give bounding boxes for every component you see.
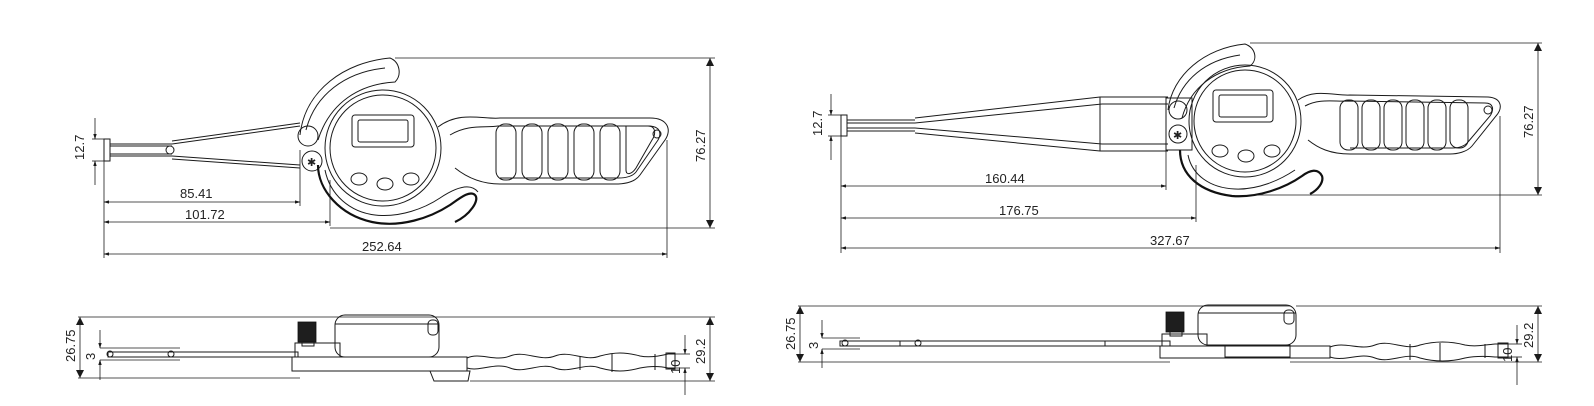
svg-text:✱: ✱	[307, 157, 316, 169]
lock-button	[297, 125, 319, 147]
label-side-total-height: 26.75	[63, 329, 78, 362]
dim-height: 76.27	[330, 57, 715, 229]
label-side-tip-thickness: 3	[83, 353, 98, 360]
long-label-height: 76.27	[1521, 105, 1536, 138]
long-dim-side-body-height: 29.2	[1290, 305, 1542, 363]
long-label-jaw-opening: 12.7	[810, 111, 825, 136]
dim-total-length: 252.64	[103, 140, 668, 258]
dim-side-total-height: 26.75	[63, 317, 84, 378]
long-dim-jaw-opening: 12.7	[810, 94, 841, 160]
adjust-knob	[297, 321, 317, 343]
label-height: 76.27	[693, 129, 708, 162]
long-gauge-side-view: 26.75 3 29.2 10	[783, 304, 1542, 385]
dim-side-body-height: 29.2	[440, 316, 715, 382]
long-lock-button	[1168, 100, 1188, 120]
long-handle	[1297, 92, 1501, 155]
long-dial-body	[1188, 64, 1302, 178]
long-dim-reach-b: 176.75	[840, 165, 1197, 222]
label-reach-a: 85.41	[180, 186, 213, 201]
long-gauge-top-view: ✱	[810, 42, 1542, 253]
adjust-button	[301, 150, 323, 172]
lower-hook	[316, 164, 479, 225]
dim-reach-b: 101.72	[103, 180, 331, 226]
dim-reach-a: 85.41	[103, 150, 301, 258]
long-adjust-button	[1168, 124, 1188, 144]
short-gauge-side-view: 26.75 3 29.2 10	[63, 314, 715, 395]
long-label-reach-b: 176.75	[999, 203, 1039, 218]
dial-body	[324, 89, 442, 207]
long-adjust-knob	[1165, 311, 1185, 333]
label-total-length: 252.64	[362, 239, 402, 254]
long-dim-height: 76.27	[1250, 42, 1542, 196]
long-dim-reach-a: 160.44	[840, 136, 1167, 253]
long-label-side-handle-thickness: 10	[1500, 348, 1515, 362]
long-dial-button-2	[1237, 149, 1255, 163]
long-label-side-total-height: 26.75	[783, 317, 798, 350]
long-dial-button-1	[1211, 144, 1229, 158]
long-dial-button-3	[1263, 144, 1281, 158]
handle	[437, 116, 669, 185]
dial-button-3	[402, 172, 420, 186]
jaw-tips	[103, 122, 301, 169]
long-label-reach-a: 160.44	[985, 171, 1025, 186]
dial-button-2	[376, 177, 394, 191]
upper-arc-frame	[299, 57, 400, 141]
long-dim-side-tip-thickness: 3	[806, 320, 824, 368]
dim-side-tip-thickness: 3	[83, 330, 102, 380]
long-lower-hook	[1178, 149, 1324, 198]
long-upper-arc-frame	[1167, 43, 1256, 119]
dim-jaw-opening: 12.7	[72, 118, 104, 185]
long-dim-side-handle-thickness: 10	[1500, 325, 1522, 385]
dim-side-handle-thickness: 10	[668, 335, 690, 395]
long-dim-side-total-height: 26.75	[783, 306, 804, 362]
svg-text:✱: ✱	[1173, 130, 1182, 142]
long-label-side-body-height: 29.2	[1521, 323, 1536, 348]
label-reach-b: 101.72	[185, 207, 225, 222]
label-side-handle-thickness: 10	[668, 360, 683, 374]
short-gauge-top-view: ✱	[72, 57, 715, 258]
label-side-body-height: 29.2	[693, 339, 708, 364]
long-label-total-length: 327.67	[1150, 233, 1190, 248]
long-jaw-tips	[840, 96, 1168, 152]
dial-button-1	[350, 172, 368, 186]
label-jaw-opening: 12.7	[72, 135, 87, 160]
long-label-side-tip-thickness: 3	[806, 342, 821, 349]
long-dim-total-length: 327.67	[840, 116, 1501, 253]
